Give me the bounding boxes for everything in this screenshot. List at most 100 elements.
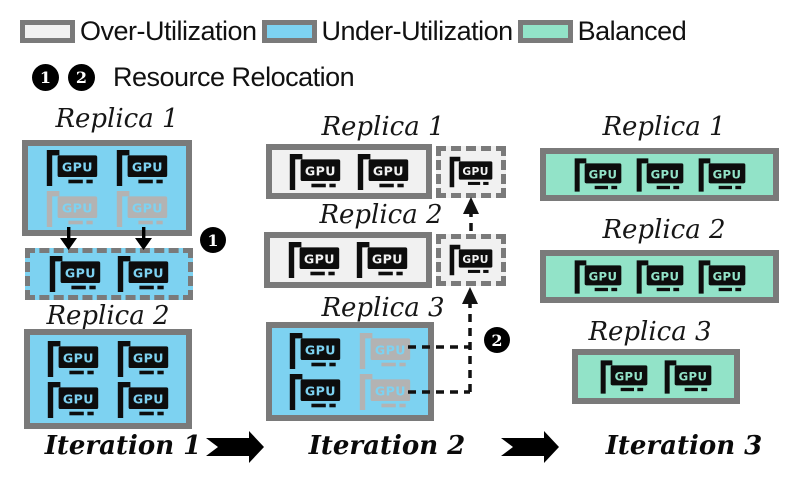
- up-arrowhead-icon: [463, 197, 479, 214]
- gpu-card-icon: GPU: [573, 157, 623, 193]
- svg-text:GPU: GPU: [650, 167, 679, 181]
- svg-text:GPU: GPU: [133, 350, 164, 365]
- svg-text:GPU: GPU: [305, 163, 336, 178]
- it3-replica1-box: GPU GPU GPU: [540, 148, 779, 201]
- gpu-row: GPU GPU: [48, 255, 170, 293]
- legend-label-over: Over-Utilization: [80, 16, 257, 46]
- gpu-card-icon: GPU: [356, 153, 410, 191]
- it2-pending-box-1: GPU: [436, 146, 506, 198]
- gpu-row: GPU GPU GPU: [573, 157, 747, 193]
- gpu-card-icon: GPU: [115, 149, 169, 187]
- gpu-card-icon: GPU: [448, 244, 494, 276]
- svg-text:GPU: GPU: [133, 391, 164, 406]
- down-arrow-icon: [60, 227, 77, 250]
- svg-text:GPU: GPU: [62, 200, 93, 215]
- legend-label-under: Under-Utilization: [321, 16, 514, 46]
- iteration1-label: Iteration 1: [44, 431, 202, 461]
- gpu-grid: GPU GPU GPU GPU: [45, 149, 169, 228]
- up-arrowhead-icon: [462, 287, 478, 304]
- gpu-card-icon: GPU: [355, 241, 409, 279]
- gpu-card-icon: GPU: [573, 259, 623, 295]
- it1-pending-box: GPU GPU: [25, 248, 193, 300]
- svg-text:GPU: GPU: [462, 165, 488, 178]
- badge-2-icon: 2: [68, 64, 95, 91]
- legend: Over-Utilization Under-Utilization Balan…: [20, 16, 687, 47]
- iteration2-label: Iteration 2: [308, 431, 466, 461]
- relocation-badge-2: 2: [484, 327, 510, 353]
- badge-1-icon: 1: [32, 64, 59, 91]
- svg-text:GPU: GPU: [62, 159, 93, 174]
- gpu-card-icon: GPU: [48, 255, 102, 293]
- gpu-card-icon-faded: GPU: [115, 190, 169, 228]
- under-utilization-swatch-icon: [261, 20, 317, 43]
- gpu-card-icon: GPU: [46, 340, 100, 378]
- it1-replica1-label: Replica 1: [55, 104, 179, 134]
- relocation-badge-1: 1: [200, 227, 226, 253]
- gpu-card-icon-faded: GPU: [45, 190, 99, 228]
- it3-replica1-label: Replica 1: [602, 112, 726, 142]
- gpu-card-icon: GPU: [448, 156, 494, 188]
- svg-text:GPU: GPU: [679, 369, 708, 383]
- svg-text:GPU: GPU: [588, 167, 617, 181]
- gpu-card-icon: GPU: [635, 157, 685, 193]
- gpu-row: GPU: [448, 244, 494, 276]
- gpu-card-icon: GPU: [46, 381, 100, 419]
- svg-text:GPU: GPU: [650, 269, 679, 283]
- next-iteration-arrow-icon: [206, 431, 264, 463]
- gpu-card-icon: GPU: [697, 259, 747, 295]
- gpu-card-icon-faded: GPU: [358, 373, 412, 411]
- it2-replica3-box: GPU GPU GPU GPU: [266, 322, 434, 421]
- svg-text:GPU: GPU: [615, 369, 644, 383]
- legend-label-relocation: Resource Relocation: [113, 62, 355, 92]
- it1-replica2-label: Replica 2: [46, 301, 170, 331]
- it2-replica1-label: Replica 1: [321, 112, 445, 142]
- gpu-card-icon: GPU: [663, 359, 713, 395]
- legend-relocation: 1 2 Resource Relocation: [32, 62, 355, 93]
- gpu-grid: GPU GPU GPU GPU: [288, 332, 412, 411]
- gpu-card-icon: GPU: [288, 373, 342, 411]
- it3-replica3-box: GPU GPU: [572, 349, 740, 404]
- it2-replica3-label: Replica 3: [321, 293, 445, 323]
- svg-text:GPU: GPU: [375, 343, 406, 358]
- svg-text:GPU: GPU: [63, 350, 94, 365]
- it3-replica2-box: GPU GPU GPU: [540, 250, 779, 303]
- svg-text:GPU: GPU: [712, 167, 741, 181]
- it2-pending-box-2: GPU: [436, 234, 506, 286]
- gpu-card-icon: GPU: [116, 255, 170, 293]
- svg-text:GPU: GPU: [133, 266, 164, 281]
- gpu-row: GPU GPU: [599, 359, 713, 395]
- gpu-card-icon: GPU: [45, 149, 99, 187]
- balanced-swatch-icon: [517, 20, 573, 43]
- gpu-grid: GPU GPU GPU GPU: [46, 340, 170, 419]
- it3-replica3-label: Replica 3: [588, 317, 712, 347]
- it1-replica1-box: GPU GPU GPU GPU: [22, 140, 192, 236]
- svg-text:GPU: GPU: [132, 159, 163, 174]
- gpu-row: GPU GPU: [288, 153, 410, 191]
- it3-replica2-label: Replica 2: [602, 215, 726, 245]
- legend-label-balanced: Balanced: [577, 16, 687, 46]
- svg-text:GPU: GPU: [372, 252, 403, 267]
- down-arrow-icon: [135, 227, 152, 250]
- gpu-row: GPU: [448, 156, 494, 188]
- gpu-card-icon: GPU: [116, 340, 170, 378]
- it2-replica2-label: Replica 2: [319, 200, 443, 230]
- over-utilization-swatch-icon: [20, 20, 75, 43]
- svg-text:GPU: GPU: [132, 200, 163, 215]
- svg-text:GPU: GPU: [373, 163, 404, 178]
- svg-text:GPU: GPU: [375, 384, 406, 399]
- svg-text:GPU: GPU: [462, 253, 488, 266]
- svg-text:GPU: GPU: [588, 269, 617, 283]
- svg-text:GPU: GPU: [305, 384, 336, 399]
- svg-text:GPU: GPU: [712, 269, 741, 283]
- gpu-card-icon: GPU: [116, 381, 170, 419]
- gpu-card-icon: GPU: [288, 153, 342, 191]
- gpu-card-icon-faded: GPU: [358, 332, 412, 370]
- gpu-card-icon: GPU: [635, 259, 685, 295]
- gpu-card-icon: GPU: [697, 157, 747, 193]
- it1-replica2-box: GPU GPU GPU GPU: [24, 329, 192, 429]
- svg-text:GPU: GPU: [305, 343, 336, 358]
- next-iteration-arrow-icon: [501, 431, 559, 463]
